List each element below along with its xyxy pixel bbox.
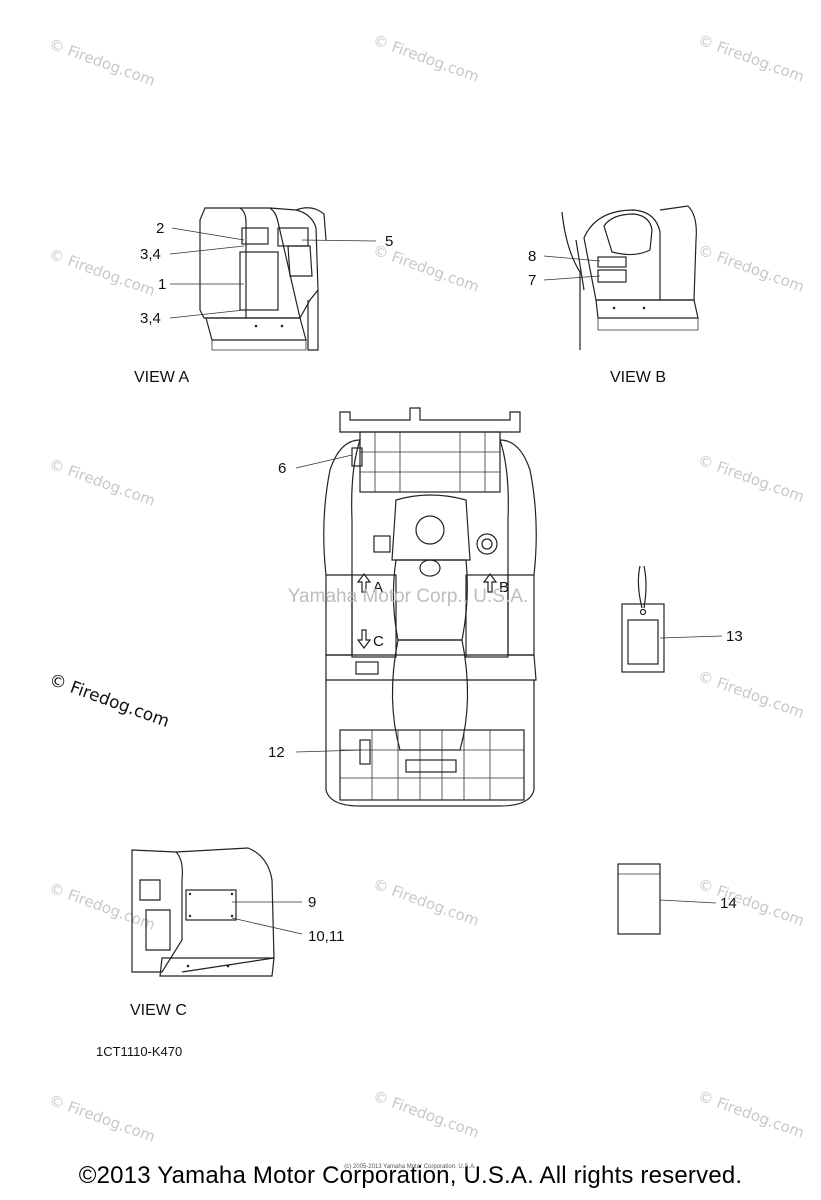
watermark: © Firedog.com — [47, 455, 158, 510]
callout-14: 14 — [720, 895, 737, 912]
part-number: 1CT1110-K470 — [96, 1044, 182, 1059]
callout-2: 2 — [156, 220, 164, 237]
watermark-dark: © Firedog.com — [46, 670, 172, 732]
view-a-title: VIEW A — [134, 369, 189, 386]
arrow-c-label: C — [373, 633, 384, 650]
callout-10-11: 10,11 — [308, 928, 344, 945]
watermark: © Firedog.com — [47, 35, 158, 90]
callout-3-4: 3,4 — [140, 246, 161, 263]
watermark: © Firedog.com — [47, 1091, 158, 1146]
view-b-title: VIEW B — [610, 369, 666, 386]
atv-top-view — [295, 407, 537, 807]
center-watermark: Yamaha Motor Corp., U.S.A. — [288, 586, 528, 607]
watermark: © Firedog.com — [696, 31, 807, 86]
callout-8: 8 — [528, 248, 536, 265]
callout-6: 6 — [278, 460, 286, 477]
view-c-drawing — [131, 847, 303, 977]
watermark: © Firedog.com — [371, 1087, 482, 1142]
view-b-drawing — [543, 205, 699, 350]
watermark: © Firedog.com — [696, 875, 807, 930]
watermark: © Firedog.com — [696, 241, 807, 296]
callout-5: 5 — [385, 233, 393, 250]
callout-12: 12 — [268, 744, 285, 761]
copyright-notice: ©2013 Yamaha Motor Corporation, U.S.A. A… — [78, 1162, 743, 1189]
arrow-a-label: A — [373, 579, 383, 596]
watermark: © Firedog.com — [696, 1087, 807, 1142]
arrow-b-label: B — [499, 579, 509, 596]
callout-9: 9 — [308, 894, 316, 911]
manual-14 — [617, 863, 717, 935]
fine-print: (c) 2005-2013 Yamaha Motor Corporation, … — [344, 1164, 476, 1170]
watermark: © Firedog.com — [696, 667, 807, 722]
callout-3-4: 3,4 — [140, 310, 161, 327]
watermark: © Firedog.com — [47, 879, 158, 934]
view-a-drawing — [169, 207, 377, 351]
watermark: © Firedog.com — [371, 31, 482, 86]
view-c-title: VIEW C — [130, 1002, 187, 1019]
callout-7: 7 — [528, 272, 536, 289]
watermark: © Firedog.com — [371, 875, 482, 930]
watermark: © Firedog.com — [696, 451, 807, 506]
callout-13: 13 — [726, 628, 743, 645]
callout-1: 1 — [158, 276, 166, 293]
hang-tag-13 — [621, 565, 723, 673]
